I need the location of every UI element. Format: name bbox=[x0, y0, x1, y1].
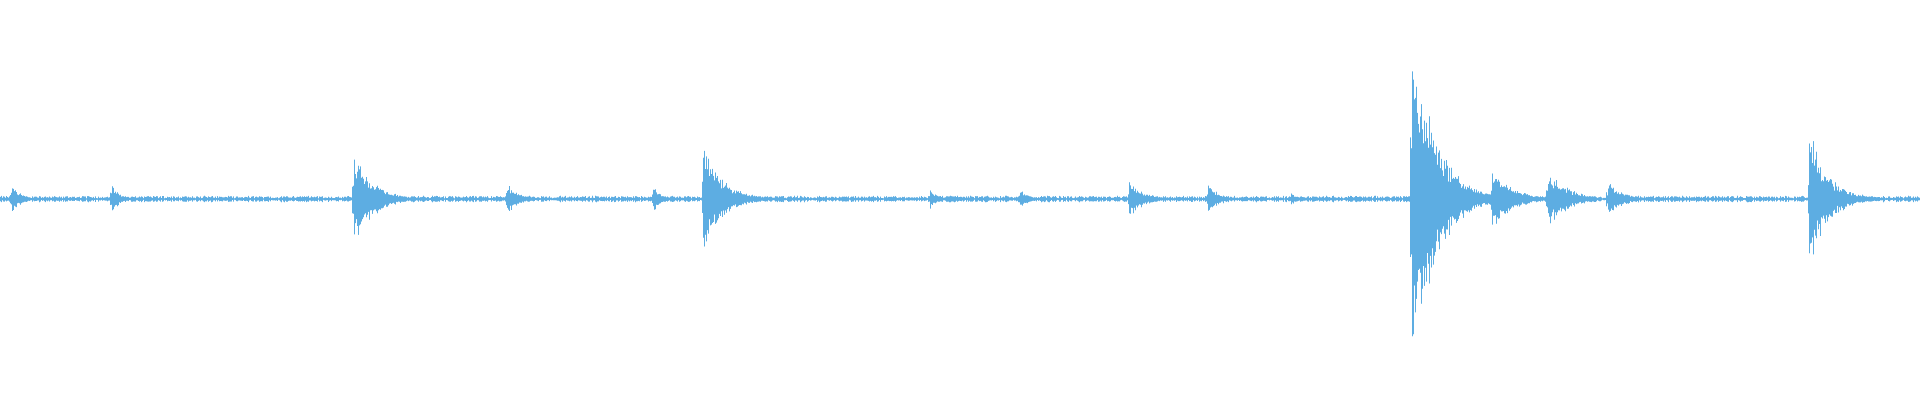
waveform-samples bbox=[0, 71, 1920, 337]
waveform-trace bbox=[0, 71, 1920, 337]
